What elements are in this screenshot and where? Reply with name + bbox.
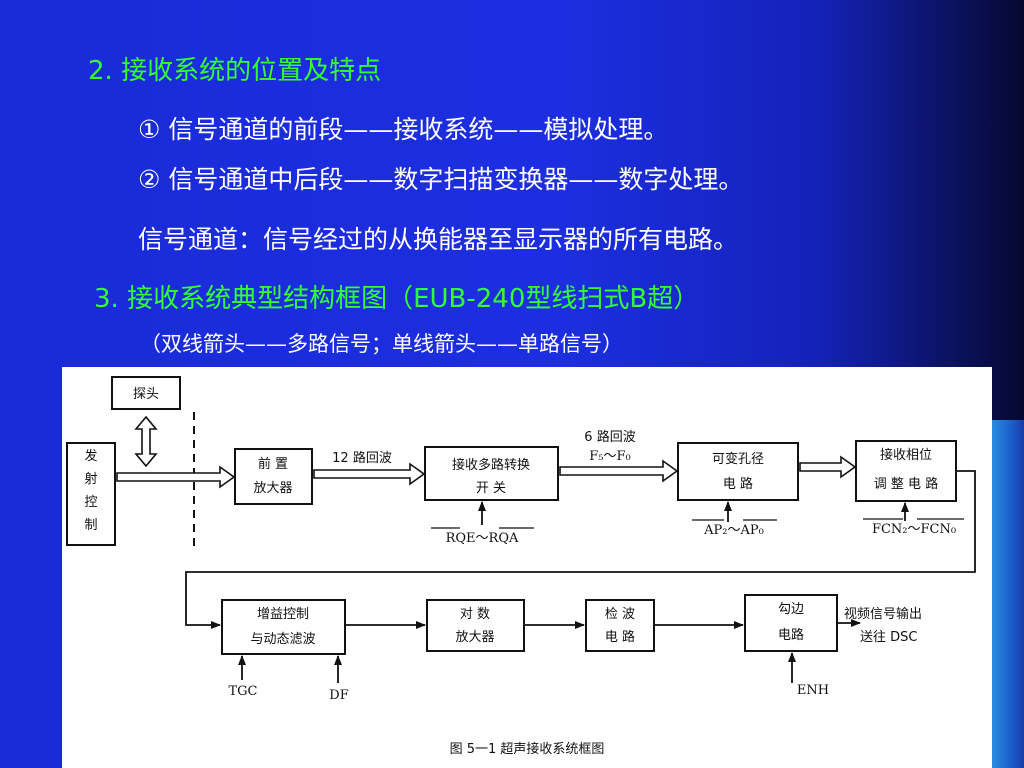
transmit-control-char: 控: [84, 495, 97, 510]
gain-control-box: [221, 599, 346, 655]
transmit-control-char: 制: [84, 518, 97, 533]
phase-label-line1: 接收相位: [880, 447, 932, 463]
gain-label-line2: 与动态滤波: [250, 632, 315, 647]
edge-label-line2: 电路: [778, 627, 804, 643]
rqe-rqa-label: RQE～RQA: [446, 531, 519, 546]
aperture-label-line2: 电 路: [723, 476, 753, 492]
echo-12-label: 12 路回波: [332, 450, 392, 466]
section2-heading: 2. 接收系统的位置及特点: [88, 56, 382, 86]
receiver-block-diagram: 探头 发 射 控 制 前 置 放大器 12 路回波 接收多路转换 开 关 6 路…: [66, 376, 976, 757]
section3-heading: 3. 接收系统典型结构框图（EUB-240型线扫式B超）: [94, 284, 700, 314]
transmit-control-char: 射: [84, 471, 97, 487]
preamp-label-line1: 前 置: [258, 456, 288, 472]
arrow-legend-note: （双线箭头——多路信号；单线箭头——单路信号）: [140, 332, 623, 356]
gain-label-line1: 增益控制: [257, 607, 309, 622]
edge-label-line1: 勾边: [778, 602, 804, 617]
f-range-label: F₅～F₀: [589, 449, 630, 464]
phase-label-line2: 调 整 电 路: [874, 476, 938, 492]
mux-label-line1: 接收多路转换: [452, 457, 530, 473]
preamp-label-line2: 放大器: [253, 481, 292, 496]
signal-channel-definition: 信号通道：信号经过的从换能器至显示器的所有电路。: [138, 225, 739, 254]
df-label: DF: [329, 688, 348, 703]
point-2-back-section: ② 信号通道中后段——数字扫描变换器——数字处理。: [138, 165, 744, 194]
fcn-range-label: FCN₂～FCN₀: [872, 522, 956, 537]
aperture-label-line1: 可变孔径: [712, 451, 764, 467]
point-1-front-section: ① 信号通道的前段——接收系统——模拟处理。: [138, 115, 669, 144]
mux-switch-box: [424, 446, 559, 501]
echo-6-label: 6 路回波: [584, 429, 635, 445]
detector-label-line2: 电 路: [605, 629, 635, 645]
preamp-to-mux-arrow: [313, 462, 426, 486]
probe-box: [111, 376, 181, 410]
video-output-label-line1: 视频信号输出: [844, 606, 922, 622]
block-diagram-panel: 探头 发 射 控 制 前 置 放大器 12 路回波 接收多路转换 开 关 6 路…: [62, 367, 992, 768]
decorative-side-bar: [992, 420, 1024, 768]
figure-caption: 图 5一1 超声接收系统框图: [450, 741, 605, 757]
ap-range-label: AP₂～AP₀: [703, 523, 764, 538]
logamp-label-line2: 放大器: [455, 630, 494, 645]
preamp-box: [234, 448, 313, 505]
video-output-label-line2: 送往 DSC: [860, 630, 917, 645]
enh-label: ENH: [797, 683, 829, 698]
tgc-label: TGC: [228, 684, 257, 699]
mux-to-aperture-arrow: [559, 459, 679, 483]
aperture-to-phase-arrow: [799, 455, 857, 479]
detector-label-line1: 检 波: [605, 607, 635, 622]
transmit-to-preamp-arrow: [116, 465, 236, 489]
variable-aperture-box: [677, 442, 799, 501]
mux-label-line2: 开 关: [476, 481, 506, 496]
phase-to-gain-connector: [185, 470, 976, 629]
logamp-label-line1: 对 数: [460, 607, 490, 622]
probe-label: 探头: [133, 387, 159, 402]
transmit-control-box: [66, 442, 116, 546]
probe-double-arrow: [134, 415, 158, 468]
transmit-control-char: 发: [84, 448, 97, 464]
